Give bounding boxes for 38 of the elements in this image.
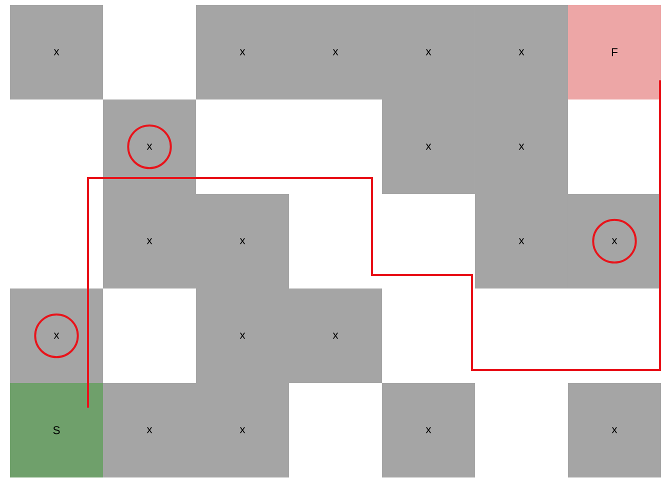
path-line	[87, 80, 661, 408]
maze-cell: x	[382, 4, 475, 100]
start-cell: S	[10, 382, 103, 478]
node-label: x	[332, 332, 338, 339]
maze-cell: x	[475, 4, 568, 100]
maze-cell: x	[196, 288, 289, 384]
node-label: x	[240, 238, 246, 244]
maze-cell: x	[196, 4, 289, 100]
node-label: x	[240, 427, 246, 434]
circled-mark: x	[592, 218, 637, 264]
node-label: x	[146, 427, 152, 434]
maze-cell: x	[289, 4, 382, 100]
maze-cell	[10, 288, 103, 384]
maze-cell: x	[196, 382, 289, 478]
maze-cell: x	[382, 100, 475, 194]
finish-cell: F	[568, 4, 661, 100]
maze-cell: x	[196, 194, 289, 288]
node-label: x	[426, 144, 432, 150]
maze-cell: x	[475, 194, 568, 288]
node-label: x	[240, 332, 246, 339]
node-label: x	[518, 238, 524, 244]
maze-cell: x	[568, 382, 661, 478]
node-label: x	[146, 238, 152, 244]
node-label: x	[426, 49, 432, 56]
maze-cell: x	[103, 194, 196, 288]
node-label: x	[240, 49, 246, 56]
maze-cell: x	[10, 4, 103, 100]
circled-mark: x	[127, 124, 172, 170]
node-label: x	[518, 49, 524, 56]
node-label: x	[518, 144, 524, 150]
maze-cell: x	[475, 100, 568, 194]
maze-cell	[568, 194, 661, 288]
node-label: x	[332, 49, 338, 56]
maze-cell: x	[103, 382, 196, 478]
circled-mark: x	[34, 313, 79, 358]
maze-cell	[103, 100, 196, 194]
maze-cell: x	[382, 382, 475, 478]
maze-cell: x	[289, 288, 382, 384]
